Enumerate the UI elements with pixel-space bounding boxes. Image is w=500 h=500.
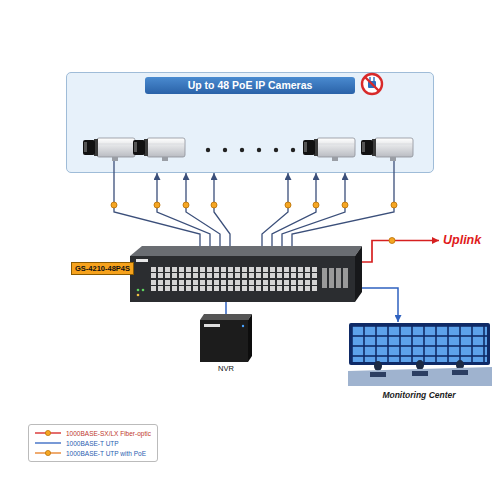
cable-connector [225,302,227,314]
icon-ring [362,74,382,94]
cable-marker [285,202,291,208]
cable-marker [111,202,117,208]
panel-heading: Up to 48 PoE IP Cameras [145,77,355,94]
operator [374,361,382,371]
legend-sample [34,449,62,457]
ellipsis-dot [291,148,295,152]
control-desk [348,367,492,386]
desk-monitor [452,370,468,375]
legend-label: 1000BASE-SX/LX Fiber-optic [66,429,151,438]
cable-marker [211,202,217,208]
switch-top [130,246,362,256]
ellipsis-dot [206,148,210,152]
sfp-port [343,268,348,288]
rj45-ports [150,266,318,292]
desk-monitor [412,371,428,376]
uplink-target: Uplink [441,233,483,248]
nvr-illustration [200,314,252,362]
cable-connector [186,173,220,246]
cable-marker [313,202,319,208]
nvr-side [248,314,252,362]
ellipsis-dot [240,148,244,152]
sfp-port [329,268,334,288]
desk-monitor [370,372,386,377]
status-led [137,289,140,292]
ellipsis-dot [257,148,261,152]
cable-marker [183,202,189,208]
cable-marker [342,202,348,208]
nvr-badge [204,324,220,327]
legend-label: 1000BASE-T UTP [66,439,119,448]
video-wall [349,323,490,365]
legend-label: 1000BASE-T UTP with PoE [66,449,146,458]
legend-row: 1000BASE-SX/LX Fiber-optic [34,428,151,438]
status-led [242,325,244,327]
uplink-label: Uplink [441,233,483,248]
cable-connector [262,173,288,246]
device-label: NVR [200,364,252,374]
device-label: Monitoring Center [345,390,493,401]
cable-connector [157,173,210,246]
legend-box: 1000BASE-SX/LX Fiber-optic1000BASE-T UTP… [28,424,158,462]
sample-dot [45,430,50,435]
cable-connector [214,173,230,246]
sfp-port [322,268,327,288]
cable-marker [391,202,397,208]
sfp-port [336,268,341,288]
legend-sample [34,439,62,447]
legend-row: 1000BASE-T UTP [34,438,151,448]
sample-dot [45,450,50,455]
switch-illustration [130,246,362,302]
cable-connector [362,241,439,263]
operator [416,360,424,370]
switch-front [130,256,355,302]
model-tag: GS-4210-48P4S [71,262,134,275]
legend-sample [34,429,62,437]
ellipsis-dot [274,148,278,152]
cable-marker [154,202,160,208]
logo-plate [136,259,148,262]
cable-marker [389,238,395,244]
switch-side [355,246,362,302]
plug-prong [373,77,374,81]
cable-connector [362,288,398,322]
legend-row: 1000BASE-T UTP with PoE [34,448,151,458]
cable-connector [292,173,394,246]
camera-wire [113,161,114,173]
screen-grid [352,326,487,362]
status-led [142,289,145,292]
monitoring-illustration [348,323,492,386]
status-led [137,294,140,297]
ellipsis-dot [223,148,227,152]
nvr-front [200,320,248,362]
nvr-top [200,314,252,320]
cable-connector [272,173,316,246]
sample-line [35,442,61,443]
icon-slash [365,77,379,91]
no-power-icon [362,74,382,94]
camera-wire [393,161,394,173]
